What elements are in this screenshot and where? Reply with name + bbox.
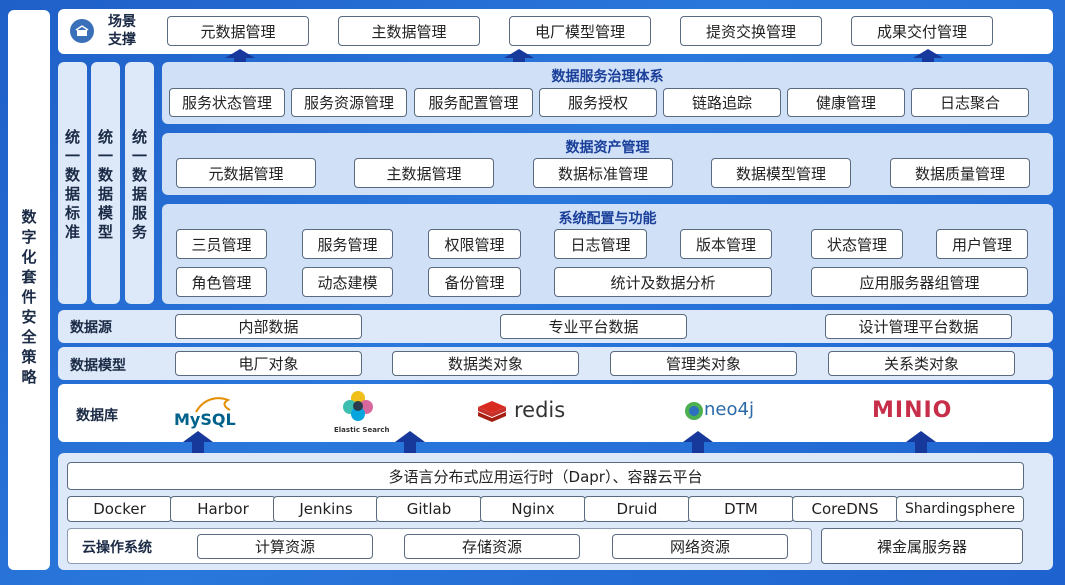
datasource-label: 数据源 bbox=[70, 320, 112, 336]
database-label: 数据库 bbox=[76, 408, 118, 424]
system-item-version[interactable]: 版本管理 bbox=[680, 229, 772, 259]
governance-item-1[interactable]: 服务资源管理 bbox=[291, 88, 407, 117]
system-item-appserver[interactable]: 应用服务器组管理 bbox=[811, 267, 1028, 297]
system-item-log[interactable]: 日志管理 bbox=[554, 229, 647, 259]
system-item-service[interactable]: 服务管理 bbox=[302, 229, 393, 259]
asset-item-3[interactable]: 数据模型管理 bbox=[711, 158, 851, 188]
governance-item-0[interactable]: 服务状态管理 bbox=[169, 88, 285, 117]
scene-icon bbox=[70, 19, 94, 43]
tool-gitlab[interactable]: Gitlab bbox=[376, 496, 482, 522]
database-row bbox=[58, 384, 1053, 442]
governance-item-5[interactable]: 健康管理 bbox=[787, 88, 905, 117]
up-arrow-icon bbox=[225, 49, 255, 58]
governance-title: 数据服务治理体系 bbox=[551, 69, 664, 85]
tool-nginx[interactable]: Nginx bbox=[480, 496, 586, 522]
up-arrow-icon bbox=[913, 49, 943, 58]
unified-column-1: 统一数据模型 bbox=[91, 62, 120, 304]
unified-service-label: 统一数据服务 bbox=[131, 128, 147, 241]
redis-logo: redis bbox=[476, 396, 566, 428]
governance-item-2[interactable]: 服务配置管理 bbox=[414, 88, 533, 117]
asset-item-2[interactable]: 数据标准管理 bbox=[533, 158, 673, 188]
elastic-text: Elastic Search bbox=[334, 426, 390, 434]
unified-column-0: 统一数据标准 bbox=[58, 62, 87, 304]
unified-standard-label: 统一数据标准 bbox=[64, 128, 80, 241]
redis-text: redis bbox=[514, 398, 566, 422]
cloud-item-network[interactable]: 网络资源 bbox=[612, 534, 788, 559]
datasource-item-2[interactable]: 设计管理平台数据 bbox=[825, 314, 1012, 339]
scene-item-4[interactable]: 成果交付管理 bbox=[851, 16, 993, 46]
scene-label: 场景支撑 bbox=[108, 14, 136, 48]
tool-jenkins[interactable]: Jenkins bbox=[273, 496, 379, 522]
elastic-logo: Elastic Search bbox=[330, 390, 390, 436]
scene-item-1[interactable]: 主数据管理 bbox=[338, 16, 480, 46]
unified-column-2: 统一数据服务 bbox=[125, 62, 154, 304]
cloud-item-storage[interactable]: 存储资源 bbox=[404, 534, 580, 559]
cloud-os-label: 云操作系统 bbox=[82, 540, 152, 556]
asset-title: 数据资产管理 bbox=[565, 140, 650, 156]
tool-shardingsphere[interactable]: Shardingsphere bbox=[896, 496, 1024, 522]
asset-item-1[interactable]: 主数据管理 bbox=[354, 158, 494, 188]
system-item-user[interactable]: 用户管理 bbox=[936, 229, 1028, 259]
datasource-item-0[interactable]: 内部数据 bbox=[175, 314, 362, 339]
system-item-permission[interactable]: 权限管理 bbox=[428, 229, 521, 259]
tool-coredns[interactable]: CoreDNS bbox=[792, 496, 898, 522]
cloud-item-compute[interactable]: 计算资源 bbox=[197, 534, 373, 559]
tool-harbor[interactable]: Harbor bbox=[170, 496, 276, 522]
asset-item-4[interactable]: 数据质量管理 bbox=[890, 158, 1030, 188]
neo4j-text: neo4j bbox=[704, 399, 754, 420]
mysql-text: MySQL bbox=[174, 410, 236, 429]
scene-item-0[interactable]: 元数据管理 bbox=[167, 16, 309, 46]
unified-model-label: 统一数据模型 bbox=[97, 128, 113, 241]
datamodel-item-1[interactable]: 数据类对象 bbox=[392, 351, 579, 376]
elastic-icon bbox=[343, 391, 373, 421]
up-arrow-icon bbox=[504, 49, 534, 58]
datamodel-item-0[interactable]: 电厂对象 bbox=[175, 351, 362, 376]
dolphin-icon bbox=[195, 397, 231, 413]
system-item-statistics[interactable]: 统计及数据分析 bbox=[554, 267, 772, 297]
scene-item-2[interactable]: 电厂模型管理 bbox=[509, 16, 651, 46]
scene-item-3[interactable]: 提资交换管理 bbox=[680, 16, 822, 46]
asset-item-0[interactable]: 元数据管理 bbox=[176, 158, 316, 188]
system-title: 系统配置与功能 bbox=[558, 211, 657, 227]
datamodel-item-3[interactable]: 关系类对象 bbox=[828, 351, 1015, 376]
minio-logo: MINIO bbox=[872, 398, 953, 423]
security-strategy-label: 数字化套件安全策略 bbox=[21, 208, 37, 386]
redis-cube-icon bbox=[478, 401, 506, 422]
system-item-status[interactable]: 状态管理 bbox=[811, 229, 903, 259]
system-item-backup[interactable]: 备份管理 bbox=[428, 267, 521, 297]
governance-item-3[interactable]: 服务授权 bbox=[539, 88, 657, 117]
tool-dtm[interactable]: DTM bbox=[688, 496, 794, 522]
governance-item-6[interactable]: 日志聚合 bbox=[911, 88, 1029, 117]
neo4j-icon bbox=[685, 402, 703, 420]
tool-docker[interactable]: Docker bbox=[67, 496, 172, 522]
baremetal-server[interactable]: 裸金属服务器 bbox=[821, 528, 1023, 564]
neo4j-logo: neo4j bbox=[684, 398, 764, 426]
system-item-role[interactable]: 角色管理 bbox=[176, 267, 267, 297]
security-strategy-column: 数字化套件安全策略 bbox=[8, 10, 50, 570]
datasource-item-1[interactable]: 专业平台数据 bbox=[500, 314, 687, 339]
system-item-sanyuan[interactable]: 三员管理 bbox=[176, 229, 267, 259]
datamodel-label: 数据模型 bbox=[70, 358, 126, 374]
tool-druid[interactable]: Druid bbox=[584, 496, 690, 522]
datamodel-item-2[interactable]: 管理类对象 bbox=[610, 351, 797, 376]
runtime-platform[interactable]: 多语言分布式应用运行时（Dapr）、容器云平台 bbox=[67, 462, 1024, 490]
system-item-modeling[interactable]: 动态建模 bbox=[302, 267, 393, 297]
governance-item-4[interactable]: 链路追踪 bbox=[663, 88, 781, 117]
mysql-logo: MySQL bbox=[172, 394, 242, 432]
